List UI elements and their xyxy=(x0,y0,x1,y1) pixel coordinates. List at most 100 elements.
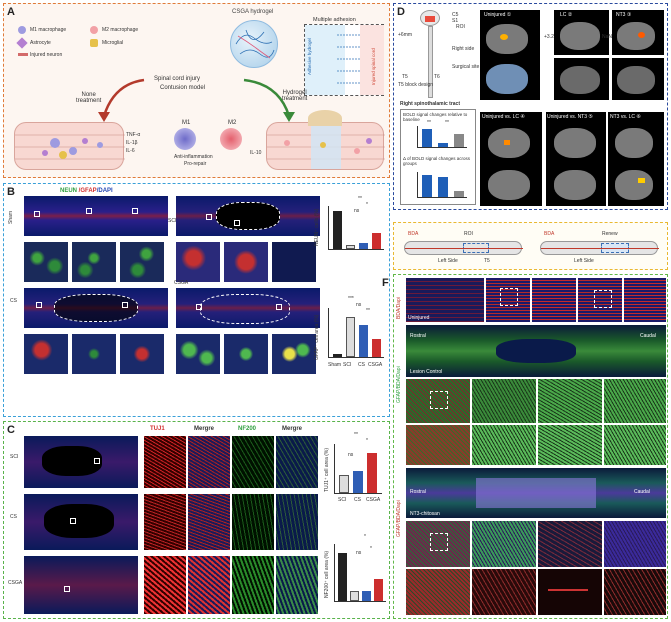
brain-cmp-3 xyxy=(608,112,664,206)
f-lesion-label: Lesion Control xyxy=(410,369,443,375)
e-roi-left: ROI xyxy=(464,231,473,237)
adhesive-hydrogel-label: Adhesive hydrogel xyxy=(307,37,312,75)
c-c2-sig-3: * xyxy=(370,546,372,552)
b-chart2 xyxy=(328,308,384,358)
b-neun: NEUN xyxy=(60,188,78,194)
f-nt3-a2 xyxy=(406,569,470,615)
sci-text: Spinal cord injury xyxy=(154,76,201,82)
c-cs-roi xyxy=(70,518,76,524)
f-nt3-d2 xyxy=(604,569,666,615)
c-c2-sci xyxy=(350,591,359,601)
f-lesion-d1 xyxy=(604,379,666,423)
panel-e: E BDA ROI Left Side T5 BDA Renew Left Si… xyxy=(382,222,668,270)
bold-bar-3 xyxy=(454,134,464,147)
f-rostral-1: Rostral xyxy=(410,333,426,339)
m2-cell xyxy=(220,128,242,150)
f-caudal-1: Caudal xyxy=(640,333,656,339)
f-b1-roi xyxy=(594,290,612,308)
c-c2-csga xyxy=(374,579,383,601)
b-csga-overview xyxy=(176,288,320,328)
hydrogel-treatment-text: Hydrogel treatment xyxy=(282,90,308,102)
f-lesion-b2 xyxy=(472,425,536,465)
b-chart2-ylabel: GFAP⁺ cell area (%) xyxy=(314,314,320,360)
c-csga-merge1 xyxy=(188,556,230,614)
c-chart1 xyxy=(334,444,382,494)
panel-c: C TUJ1 Mergre NF200 Mergre SCI CS CSGA T… xyxy=(3,421,390,619)
microglial-icon xyxy=(90,39,98,47)
c-cs-nf200 xyxy=(232,494,274,550)
m1-cell xyxy=(174,128,196,150)
cord-right xyxy=(540,241,659,255)
brain-slice-5 xyxy=(560,66,600,94)
brain-slice-9 xyxy=(554,128,596,158)
m2-icon xyxy=(90,26,98,34)
c-csga-nf200 xyxy=(232,556,274,614)
panel-c-label: C xyxy=(7,424,15,436)
f-nt3-c2 xyxy=(538,569,602,615)
panel-f: F Uninjured BDA/Dapi Rostral Caudal Lesi… xyxy=(382,274,668,619)
legend-microglial: Microglial xyxy=(102,40,124,46)
b-c2-sig-1: *** xyxy=(348,296,354,302)
activation-1 xyxy=(500,34,508,40)
b-c2-sham xyxy=(333,354,342,357)
adhesion-box: Multiple adhesion Adhesive hydrogel Inju… xyxy=(304,17,384,96)
bold-sig-1: ** xyxy=(427,120,431,126)
c-c1-sci xyxy=(339,475,349,493)
c-c2-sig-1: * xyxy=(364,534,366,540)
e-bda-right: BDA xyxy=(544,231,555,237)
f-nt3-c2-fiber xyxy=(548,589,588,591)
c-sci-nf200 xyxy=(232,436,274,488)
f-nt3-label: NT3-chitosan xyxy=(410,511,440,517)
legend-m1: M1 macrophage xyxy=(30,27,67,33)
e-renew-right: Renew xyxy=(602,231,618,237)
c-row-csga: CSGA xyxy=(8,580,23,586)
anat-block: T5 block design xyxy=(398,82,434,88)
spine-schematic xyxy=(416,10,446,100)
f-uninjured-a2 xyxy=(532,278,576,322)
brain-slice-12 xyxy=(615,170,653,200)
m1-icon xyxy=(18,26,26,34)
b-c1-cs xyxy=(359,243,368,249)
delta-bar-3 xyxy=(454,191,464,197)
f-lesion-a2 xyxy=(406,425,470,465)
c-x1-cs: CS xyxy=(354,497,361,503)
b-cs-zoom-1 xyxy=(24,334,68,374)
b-cs-overview xyxy=(24,288,168,328)
b-c1-sig-2: * xyxy=(366,202,368,208)
b-sci-zoom-2 xyxy=(224,242,268,282)
b-csga-zoom-3 xyxy=(272,334,316,374)
f-lesion-b1 xyxy=(472,379,536,423)
b-row-csga: CSGA xyxy=(174,280,189,286)
cord-right-tract xyxy=(541,248,659,249)
b-cs-roi-2 xyxy=(122,302,128,308)
cytokine-il1: IL-1β xyxy=(126,140,138,146)
f-rostral-2: Rostral xyxy=(410,489,426,495)
f-nt3-bridge xyxy=(476,478,596,508)
b-gfap: /GFAP xyxy=(77,188,97,194)
pro-repair-text: Pro-repair xyxy=(184,161,207,167)
left-cord-cells xyxy=(15,134,125,160)
b-stain-title: NEUN /GFAP/DAPI xyxy=(60,188,113,194)
b-csga-roi-2 xyxy=(276,304,282,310)
panel-d: D C5 S1 ROI +6mm Right side Surgical sit… xyxy=(393,3,668,210)
c-sci-merge2 xyxy=(276,436,318,488)
b-sham-roi-2 xyxy=(86,208,92,214)
scale-lc: NaN xyxy=(602,34,613,40)
f-uninjured-b1 xyxy=(578,278,622,322)
b-sham-zoom-1 xyxy=(24,242,68,282)
c-c1-sig-2: * xyxy=(366,438,368,444)
bold-bar-1 xyxy=(422,129,432,147)
anat-s1: S1 xyxy=(452,18,459,24)
e-leftside-right: Left Side xyxy=(574,258,594,264)
c-c2-cs xyxy=(362,591,371,601)
injured-cord-label: Injured spinal cord xyxy=(371,48,376,85)
c-cs-overview xyxy=(24,494,138,550)
b-c1-sci xyxy=(346,245,355,249)
f-stain3: GFAP/BDA/Dapi xyxy=(396,500,402,537)
f-stain2: GFAP/BDA/Dapi xyxy=(396,366,402,403)
f-nt3-a1 xyxy=(406,521,470,567)
f-uninjured-a1 xyxy=(486,278,530,322)
label-nt3: NT3 ③ xyxy=(616,12,632,18)
brain-slice-1 xyxy=(486,24,528,54)
delta-bar-1 xyxy=(422,175,432,197)
